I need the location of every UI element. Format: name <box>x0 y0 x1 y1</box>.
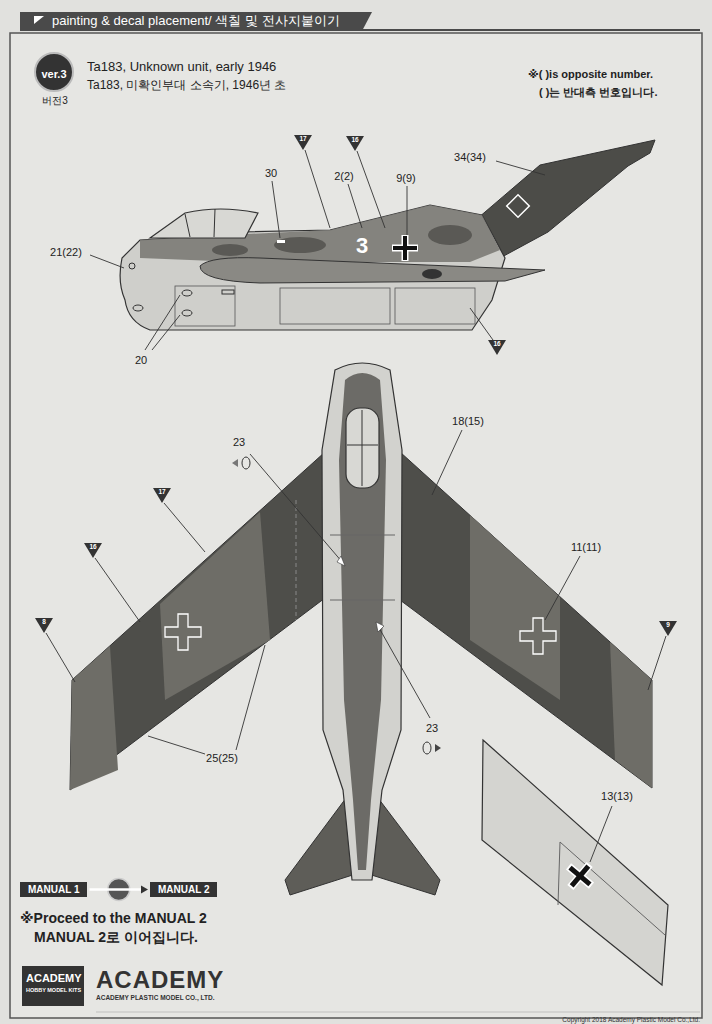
paint-number: 16 <box>89 543 96 550</box>
paint-number: 8 <box>42 618 46 625</box>
decal-number: 3 <box>356 233 368 258</box>
callout-number: 9(9) <box>396 172 416 185</box>
manual-box: MANUAL 2 <box>150 882 217 897</box>
company-name: ACADEMY PLASTIC MODEL CO., LTD. <box>96 994 214 1001</box>
callout-number: 30 <box>265 167 277 180</box>
note: ※Proceed to the MANUAL 2 <box>20 910 207 926</box>
callout-number: 23 <box>233 436 245 449</box>
note: ※( )is opposite number. <box>528 68 653 81</box>
paint-number: 16 <box>351 136 358 143</box>
paint-number: 16 <box>493 340 500 347</box>
callout-number: 11(11) <box>571 541 601 554</box>
brand-name: ACADEMY <box>96 966 224 994</box>
manual-label: MANUAL 1 <box>28 884 79 895</box>
logo-text: ACADEMY <box>26 972 80 984</box>
manual-label: MANUAL 2 <box>158 884 209 895</box>
manual-box: MANUAL 1 <box>20 882 87 897</box>
callout-number: 23 <box>426 722 438 735</box>
note: ( )는 반대측 번호입니다. <box>539 86 658 99</box>
callout-number: 13(13) <box>601 790 633 803</box>
copyright: Copyright 2018 Academy Plastic Model Co.… <box>562 1016 700 1023</box>
version-badge: ver.3 버전3 <box>34 52 76 108</box>
subtitle: Ta183, 미확인부대 소속기, 1946년 초 <box>87 79 286 93</box>
callout-number: 2(2) <box>334 170 354 183</box>
paint-number: 17 <box>299 135 306 142</box>
callout-number: 34(34) <box>454 151 486 164</box>
version-label: 버전3 <box>34 94 76 108</box>
note: MANUAL 2로 이어집니다. <box>34 929 198 945</box>
callout-number: 25(25) <box>206 752 238 765</box>
logo-subtext: HOBBY MODEL KITS <box>26 987 80 993</box>
paint-number: 17 <box>158 488 165 495</box>
paint-number: 9 <box>666 621 670 628</box>
callout-number: 21(22) <box>50 246 82 259</box>
subtitle: Ta183, Unknown unit, early 1946 <box>87 60 276 75</box>
version-circle: ver.3 <box>34 52 74 92</box>
logo-box: ACADEMY HOBBY MODEL KITS <box>22 966 84 999</box>
callout-number: 18(15) <box>452 415 484 428</box>
header-title: painting & decal placement/ 색칠 및 전사지붙이기 <box>52 14 340 29</box>
flow-arrow <box>89 879 148 901</box>
callout-number: 20 <box>135 354 147 367</box>
